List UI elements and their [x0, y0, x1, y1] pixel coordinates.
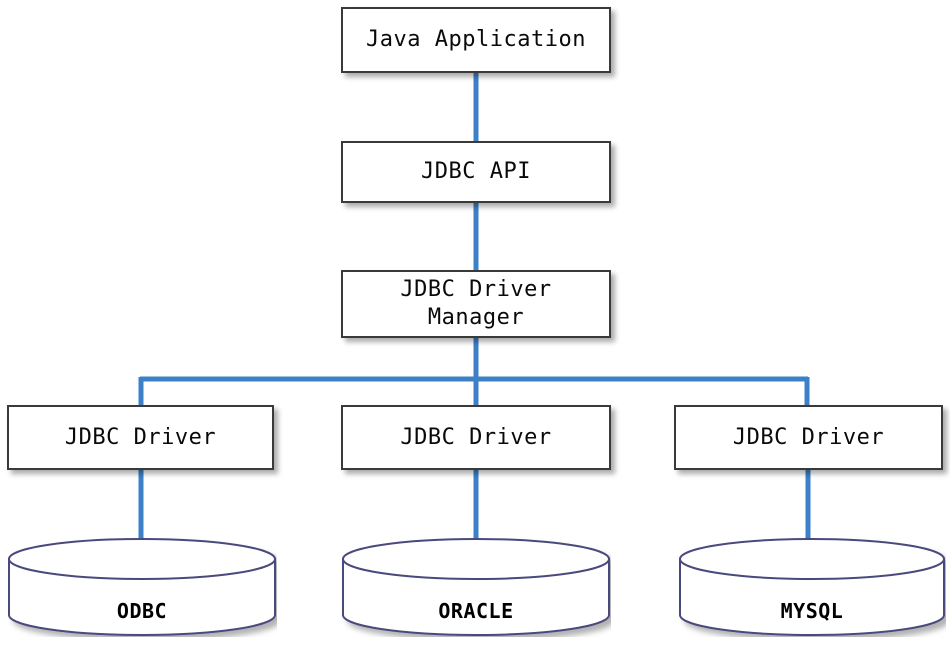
node-database-oracle[interactable]: ORACLE	[341, 537, 611, 637]
node-database-odbc-label: ODBC	[116, 599, 168, 623]
node-jdbc-driver-right-label: JDBC Driver	[732, 424, 885, 450]
node-jdbc-driver-left[interactable]: JDBC Driver	[7, 405, 274, 470]
node-jdbc-driver-manager-label: JDBC Driver Manager	[400, 277, 552, 330]
node-database-odbc[interactable]: ODBC	[7, 537, 277, 637]
cylinder-shape-odbc	[8, 538, 276, 636]
node-jdbc-api[interactable]: JDBC API	[341, 141, 611, 203]
node-jdbc-driver-center-label: JDBC Driver	[400, 424, 552, 450]
node-jdbc-driver-center[interactable]: JDBC Driver	[341, 405, 611, 470]
node-jdbc-driver-right[interactable]: JDBC Driver	[674, 405, 943, 470]
node-java-application[interactable]: Java Application	[341, 7, 611, 73]
node-database-mysql[interactable]: MYSQL	[678, 537, 946, 637]
node-database-mysql-label: MYSQL	[780, 599, 844, 623]
node-java-application-label: Java Application	[366, 27, 586, 52]
node-jdbc-api-label: JDBC API	[421, 159, 531, 184]
cylinder-shape-oracle	[342, 538, 610, 636]
node-database-oracle-label: ORACLE	[438, 599, 514, 623]
node-jdbc-driver-left-label: JDBC Driver	[64, 424, 217, 450]
node-jdbc-driver-manager[interactable]: JDBC Driver Manager	[341, 270, 611, 338]
cylinder-shape-mysql	[679, 538, 945, 636]
